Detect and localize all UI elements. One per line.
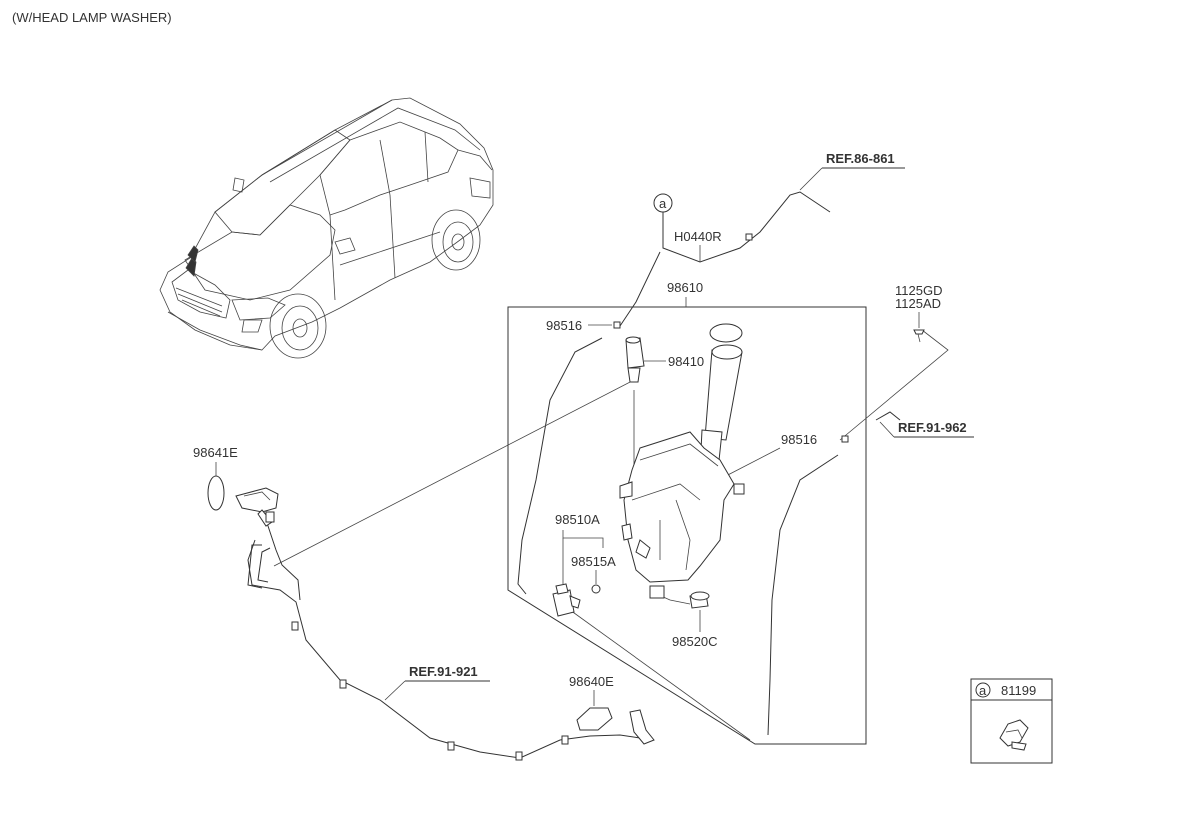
label-98516-right: 98516	[781, 432, 817, 447]
reservoir-tank	[619, 431, 745, 583]
legend-callout-a: a	[979, 683, 987, 698]
washer-pump-98410	[625, 336, 645, 383]
diagram-title: (W/HEAD LAMP WASHER)	[12, 10, 172, 25]
ref-91-962: REF.91-962	[898, 420, 967, 435]
washer-cap-98641e	[207, 475, 225, 511]
washer-cap-98640e	[576, 707, 613, 731]
grommet-98515a	[591, 584, 601, 594]
clip-81199-icon	[999, 719, 1029, 751]
reservoir-assembly-frame	[507, 306, 867, 745]
callout-a-text: a	[659, 196, 667, 211]
filler-neck	[699, 323, 743, 471]
label-1125ad: 1125AD	[895, 296, 941, 311]
label-98640e: 98640E	[569, 674, 614, 689]
bolt-1125	[913, 329, 925, 343]
legend-box: a 81199	[970, 678, 1053, 764]
label-98516-top: 98516	[546, 318, 582, 333]
bottom-nozzle	[629, 709, 655, 745]
label-h0440r: H0440R	[674, 229, 722, 244]
callout-a-circle	[653, 193, 673, 213]
label-98641e: 98641E	[193, 445, 238, 460]
label-98520c: 98520C	[672, 634, 718, 649]
hose-clips	[265, 233, 849, 761]
washer-pump-98510a	[552, 583, 581, 617]
label-1125gd: 1125GD	[895, 283, 942, 298]
headlamp-nozzle	[235, 487, 279, 527]
label-98410: 98410	[668, 354, 704, 369]
ref-91-921: REF.91-921	[409, 664, 478, 679]
legend-part-number: 81199	[1001, 683, 1036, 698]
level-sensor-98520c	[649, 585, 710, 609]
label-98515a: 98515A	[571, 554, 616, 569]
ref-86-861: REF.86-861	[826, 151, 895, 166]
label-98510a: 98510A	[555, 512, 600, 527]
vehicle-illustration	[159, 97, 494, 359]
label-98610: 98610	[667, 280, 703, 295]
